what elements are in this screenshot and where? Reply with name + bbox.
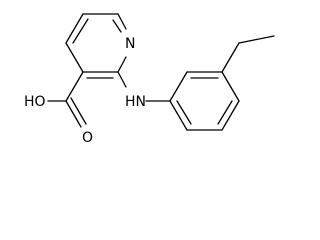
bond-c2-nh (117, 71, 127, 88)
amine-link (117, 71, 171, 102)
bond-p6-p1-inner (176, 100, 192, 125)
bond-c6-n1 (117, 13, 127, 30)
bond-n1-c2 (117, 56, 127, 73)
bond-carboxyl-o-1 (65, 100, 82, 128)
bond-ch2-ch3 (238, 35, 275, 44)
bond-c4-c5-inner (72, 18, 89, 44)
carboxyl-group (47, 71, 87, 128)
structure-diagram: N HO O HN (24, 13, 275, 146)
molecule-drawing: N HO O HN (24, 13, 275, 146)
bond-p4-p5-inner (217, 100, 233, 125)
bond-p6-p1 (169, 100, 188, 131)
phenyl-ring (169, 71, 240, 131)
amine-nh-label: HN (125, 94, 146, 110)
carboxyl-o-label: O (82, 130, 93, 146)
bond-p1-p2 (169, 71, 188, 102)
ethyl-group (221, 35, 275, 73)
carboxyl-oh-label: HO (24, 94, 46, 110)
bond-c4-c5 (65, 13, 84, 44)
ring-nitrogen-label: N (125, 36, 135, 52)
bond-c6-n1-inner (112, 19, 122, 33)
bond-carboxyl-o-2 (70, 97, 87, 125)
bond-c3-c4 (65, 42, 84, 73)
pyridine-ring (65, 13, 127, 79)
bond-p3-p4 (221, 71, 240, 102)
bond-p4-p5 (221, 100, 240, 131)
bond-p3-ch2 (221, 42, 240, 73)
bond-c3-carboxyl (65, 71, 84, 102)
